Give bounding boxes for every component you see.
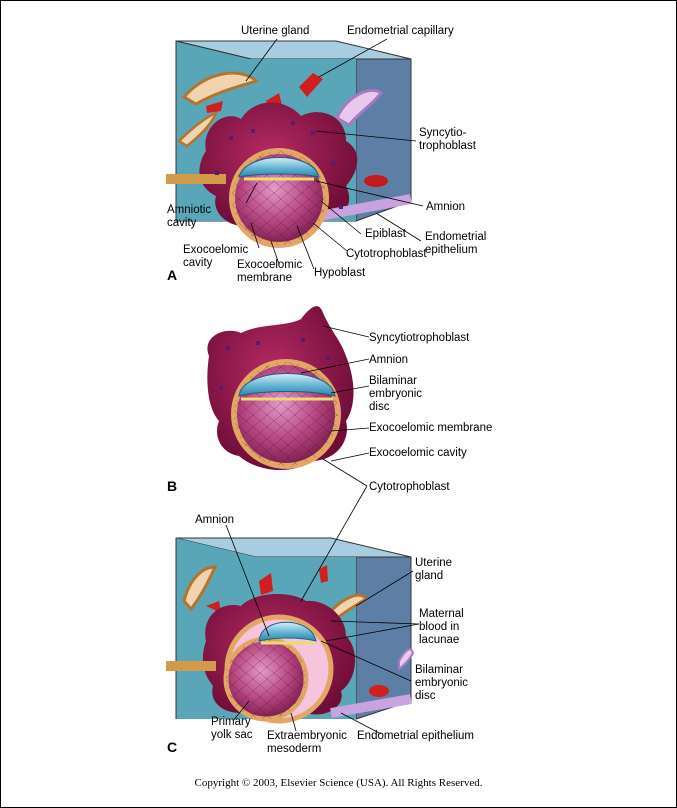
label-c-extraembryonic-mesoderm: Extraembryonic mesoderm xyxy=(267,730,347,755)
maternal-blood-icon xyxy=(206,565,389,697)
panel-letter-b: B xyxy=(167,478,178,494)
label-a-amniotic-cavity: Amniotic cavity xyxy=(167,204,212,229)
uterine-gland-icon xyxy=(177,71,384,148)
label-c-amnion: Amnion xyxy=(195,514,234,526)
label-c-endometrial-epithelium: Endometrial epithelium xyxy=(357,730,474,742)
label-b-syncytiotrophoblast: Syncytiotrophoblast xyxy=(369,332,470,344)
copyright-notice: Copyright © 2003, Elsevier Science (USA)… xyxy=(194,777,483,789)
label-c-maternal-blood: Maternal blood in lacunae xyxy=(419,608,464,646)
label-a-epiblast: Epiblast xyxy=(365,228,406,240)
label-c-primary-yolk-sac: Primary yolk sac xyxy=(211,716,253,741)
label-c-uterine-gland: Uterine gland xyxy=(415,557,453,582)
panel-b-illustration xyxy=(207,306,354,471)
label-a-uterine-gland: Uterine gland xyxy=(241,25,310,37)
label-a-amnion: Amnion xyxy=(426,201,465,213)
label-a-exocoelomic-membrane: Exocoelomic membrane xyxy=(237,259,303,284)
label-a-hypoblast: Hypoblast xyxy=(314,267,366,279)
label-b-exocoelomic-membrane: Exocoelomic membrane xyxy=(369,422,493,434)
label-b-bilaminar-embryonic-disc: Bilaminar embryonic disc xyxy=(369,375,423,413)
label-c-bilaminar-embryonic-disc: Bilaminar embryonic disc xyxy=(415,664,469,702)
label-b-amnion: Amnion xyxy=(369,354,408,366)
label-a-endometrial-capillary: Endometrial capillary xyxy=(347,25,454,37)
panel-c-illustration xyxy=(166,537,415,724)
label-b-cytotrophoblast: Cytotrophoblast xyxy=(369,481,450,493)
panel-letter-c: C xyxy=(167,739,178,755)
label-a-cytotrophoblast: Cytotrophoblast xyxy=(346,248,427,260)
leader-lines xyxy=(225,38,424,735)
label-b-exocoelomic-cavity: Exocoelomic cavity xyxy=(369,447,467,459)
label-a-syncytiotrophoblast: Syncytio- trophoblast xyxy=(419,127,476,152)
uterine-gland-c-icon xyxy=(182,565,415,672)
label-a-endometrial-epithelium: Endometrial epithelium xyxy=(425,231,487,256)
label-a-exocoelomic-cavity: Exocoelomic cavity xyxy=(183,244,249,269)
panel-letter-a: A xyxy=(167,267,178,283)
panel-a-illustration xyxy=(166,40,412,248)
